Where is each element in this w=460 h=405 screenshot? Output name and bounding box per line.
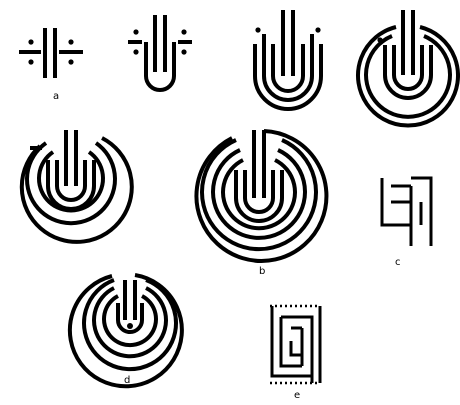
step-six-pattern: [196, 130, 326, 261]
label-c: c: [395, 257, 401, 268]
label-d: d: [124, 375, 130, 386]
label-e: e: [294, 390, 300, 401]
seed-pattern: [19, 28, 83, 78]
square-pattern-c: [382, 178, 431, 246]
label-b: b: [259, 266, 265, 277]
square-pattern-e: [270, 306, 320, 383]
label-a: a: [53, 91, 59, 102]
step-two-pattern: [128, 15, 192, 90]
step-four-pattern: [358, 10, 458, 126]
step-five-pattern: [22, 130, 132, 242]
step-seven-pattern: [70, 275, 182, 386]
step-three-pattern: [255, 10, 321, 109]
